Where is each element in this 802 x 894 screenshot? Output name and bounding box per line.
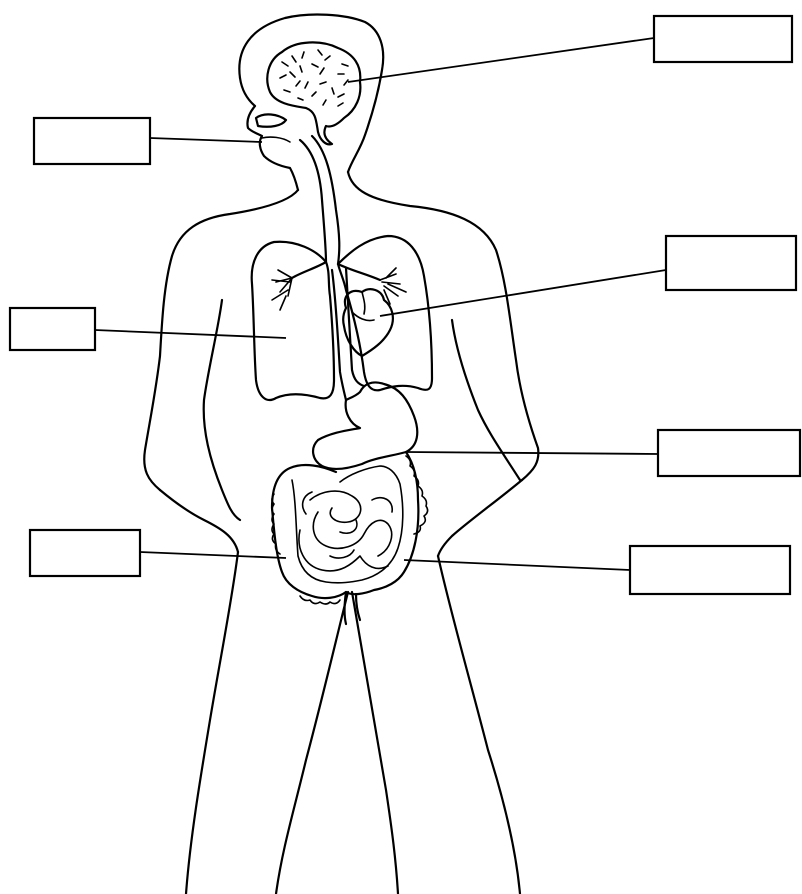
brain-folds	[280, 50, 348, 106]
inner-leg-right	[352, 592, 398, 894]
large-intestine	[272, 452, 418, 598]
small-intestine	[299, 491, 392, 571]
leader-lung	[95, 330, 286, 338]
leader-large-intestine	[404, 560, 630, 570]
label-box-stomach[interactable]	[658, 430, 800, 476]
trachea-left	[300, 140, 326, 262]
right-hip	[438, 480, 522, 556]
face-outline	[240, 78, 298, 190]
label-box-small-intestine[interactable]	[30, 530, 140, 576]
leader-brain	[348, 38, 654, 82]
torso-right-outline	[348, 172, 538, 480]
leader-heart	[380, 270, 666, 316]
oral-cavity	[256, 114, 286, 126]
torso-left-outline	[144, 190, 298, 490]
stomach	[313, 382, 417, 469]
label-box-brain[interactable]	[654, 16, 792, 62]
bronchus-left	[292, 262, 326, 278]
bronchioles-left	[272, 270, 292, 310]
right-arm-inner	[452, 320, 520, 480]
left-arm-inner	[204, 300, 240, 520]
leader-mouth	[150, 138, 262, 142]
right-leg-outer	[438, 556, 520, 894]
label-box-large-intestine[interactable]	[630, 546, 790, 594]
inner-leg-left	[276, 592, 348, 894]
label-box-lung[interactable]	[10, 308, 95, 350]
left-leg-outer	[186, 552, 238, 894]
label-box-mouth[interactable]	[34, 118, 150, 164]
leader-small-intestine	[140, 552, 286, 558]
bronchus-right	[338, 264, 380, 280]
leader-stomach	[406, 452, 658, 454]
label-box-heart[interactable]	[666, 236, 796, 290]
